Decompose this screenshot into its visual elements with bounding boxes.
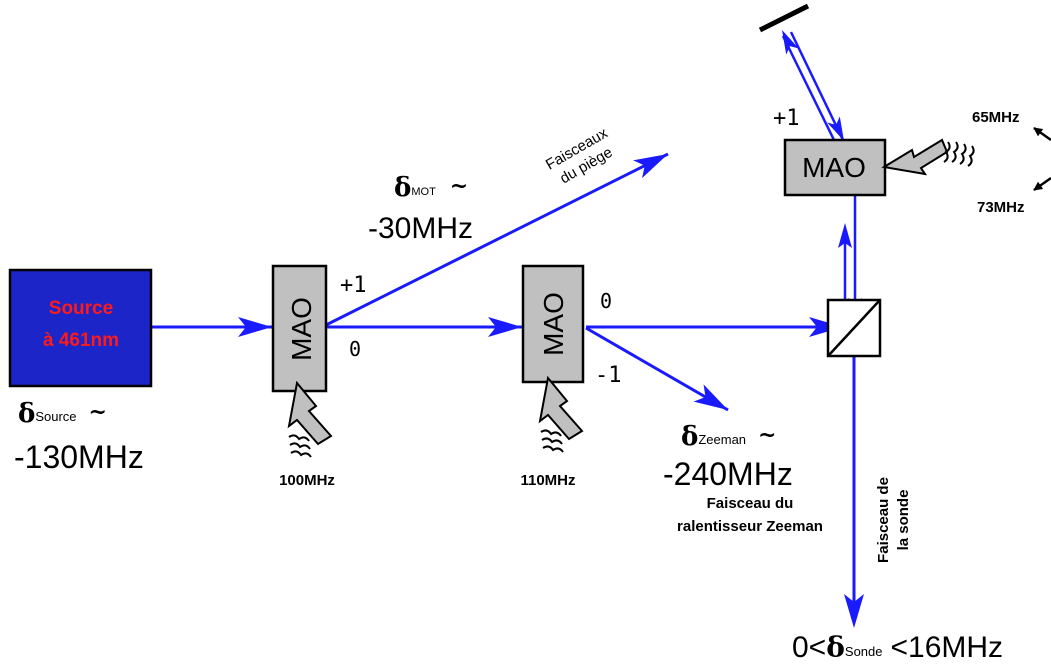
aom-1-label: MAO xyxy=(286,297,317,361)
polarizing-beam-splitter xyxy=(826,298,882,358)
aom-1-frequency: 100MHz xyxy=(279,472,335,489)
tilde-symbol: ~ xyxy=(758,422,776,448)
delta-symbol: δ xyxy=(826,631,845,664)
probe-detuning: 0<δSonde <16MHz xyxy=(792,631,1003,664)
probe-beam-label: Faisceau de la sonde xyxy=(875,477,912,563)
beam-arrowhead xyxy=(633,154,668,179)
rf-drive-arrow-icon xyxy=(287,380,333,458)
aom-3-order-plus: +1 xyxy=(773,106,800,131)
mot-detuning: δMOT ~ -30MHz xyxy=(368,173,473,245)
beam-arrowhead xyxy=(827,116,844,141)
source-detuning-subscript: Source xyxy=(35,409,76,424)
beam-arrowhead xyxy=(693,384,728,410)
svg-text:δSource~: δSource ~ xyxy=(18,399,107,429)
aom-3: MAO +1 65MHz 73MHz xyxy=(773,106,1051,216)
source-label-line1: Source xyxy=(49,298,113,319)
probe-detuning-suffix: <16MHz xyxy=(891,631,1004,664)
mirror xyxy=(758,3,810,33)
zeeman-beam-label-line2: ralentisseur Zeeman xyxy=(677,518,823,535)
zeeman-beam-label: Faisceau du ralentisseur Zeeman xyxy=(677,495,823,535)
laser-source: Source à 461nm xyxy=(8,268,153,388)
aom-2-frequency: 110MHz xyxy=(520,472,575,489)
probe-beam-label-line1: Faisceau de xyxy=(875,477,892,563)
delta-symbol: δ xyxy=(681,422,698,452)
mot-detuning-subscript: MOT xyxy=(411,186,436,198)
beam-arrowhead xyxy=(782,30,799,55)
beam-arrowhead xyxy=(809,317,843,337)
probe-detuning-subscript: Sonde xyxy=(845,644,883,659)
aom-1: MAO 100MHz +1 0 xyxy=(271,264,367,489)
rf-input-arrow-icon xyxy=(1033,126,1051,142)
aom-3-label: MAO xyxy=(802,152,866,183)
trap-beams-label: Faisceaux du piège xyxy=(543,124,616,187)
aom-2-order-minus: -1 xyxy=(595,363,622,388)
zeeman-beam-label-line1: Faisceau du xyxy=(707,495,794,512)
zeeman-detuning-subscript: Zeeman xyxy=(698,432,746,447)
svg-text:δMOT~: δMOT ~ xyxy=(394,173,468,203)
beam-arrowhead xyxy=(838,223,852,248)
beam-arrowhead xyxy=(844,594,864,628)
beams xyxy=(152,30,864,628)
aom-1-order-plus: +1 xyxy=(340,273,367,298)
aom-2: MAO 110MHz 0 -1 xyxy=(520,264,622,489)
svg-text:0<δSonde<16MHz: 0<δSonde <16MHz xyxy=(792,631,1003,664)
aom-2-label: MAO xyxy=(538,292,569,356)
probe-detuning-prefix: 0< xyxy=(792,631,826,664)
beam-from-mirror xyxy=(789,31,845,141)
aom-3-frequency-73: 73MHz xyxy=(977,199,1025,216)
delta-symbol: δ xyxy=(394,173,411,203)
tilde-symbol: ~ xyxy=(450,173,468,199)
rf-input-arrow-icon xyxy=(1033,176,1051,192)
aom-3-frequency-65: 65MHz xyxy=(972,109,1020,126)
source-detuning-value: -130MHz xyxy=(14,439,144,475)
aom-1-order-zero: 0 xyxy=(349,337,361,361)
beam-to-mirror xyxy=(781,35,836,141)
zeeman-detuning: δZeeman ~ -240MHz xyxy=(663,422,793,492)
delta-symbol: δ xyxy=(18,399,35,429)
source-label-line2: à 461nm xyxy=(43,330,119,351)
svg-text:δZeeman~: δZeeman ~ xyxy=(681,422,776,452)
beam-mot xyxy=(325,152,669,327)
tilde-symbol: ~ xyxy=(89,399,107,425)
mot-detuning-value: -30MHz xyxy=(368,212,473,245)
rf-drive-arrow-icon xyxy=(881,138,975,176)
probe-beam-label-line2: la sonde xyxy=(895,490,912,551)
zeeman-detuning-value: -240MHz xyxy=(663,456,793,492)
beam-arrowhead xyxy=(238,317,272,337)
aom-2-order-zero: 0 xyxy=(600,289,612,313)
rf-drive-arrow-icon xyxy=(538,375,584,453)
beam-arrowhead xyxy=(488,317,522,337)
source-detuning: δSource ~ -130MHz xyxy=(14,399,144,475)
beam-zeeman xyxy=(585,326,729,412)
